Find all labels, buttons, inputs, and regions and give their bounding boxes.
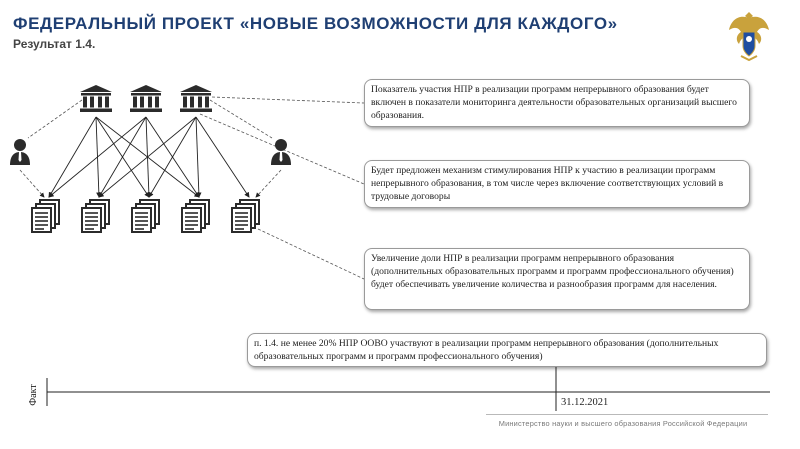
- page-title: ФЕДЕРАЛЬНЫЙ ПРОЕКТ «НОВЫЕ ВОЗМОЖНОСТИ ДЛ…: [13, 14, 618, 33]
- coat-of-arms-icon: [729, 12, 769, 62]
- info-box-monitoring: Показатель участия НПР в реализации прог…: [364, 79, 750, 127]
- arrow-inst-3-doc-5: [195, 116, 250, 198]
- arrow-inst-3-doc-4: [195, 116, 202, 198]
- info-box-incentive: Будет предложен механизм стимулирования …: [364, 160, 750, 208]
- connector-to-box-3: [257, 228, 365, 280]
- arrow-inst-1-doc-1: [48, 116, 97, 198]
- timeline-date-label: 31.12.2021: [561, 397, 609, 408]
- connector-left-person-doc: [19, 169, 45, 198]
- footer-ministry: Министерство науки и высшего образования…: [498, 419, 748, 428]
- connector-right-person: [209, 99, 273, 139]
- timeline-axis-label: Факт: [28, 384, 39, 406]
- connector-left-person: [27, 99, 83, 139]
- page-subtitle: Результат 1.4.: [13, 37, 96, 51]
- arrow-inst-2-doc-2: [98, 116, 147, 198]
- arrow-inst-3-doc-3: [148, 116, 197, 198]
- result-box: п. 1.4. не менее 20% НПР ООВО участвуют …: [247, 333, 767, 367]
- footer-divider: [486, 414, 768, 415]
- info-box-programs: Увеличение доли НПР в реализации програм…: [364, 248, 750, 310]
- arrow-inst-2-doc-1: [48, 116, 147, 198]
- connector-to-box-1: [211, 96, 365, 104]
- connector-right-person-doc: [255, 169, 282, 198]
- arrow-inst-3-doc-2: [98, 116, 197, 198]
